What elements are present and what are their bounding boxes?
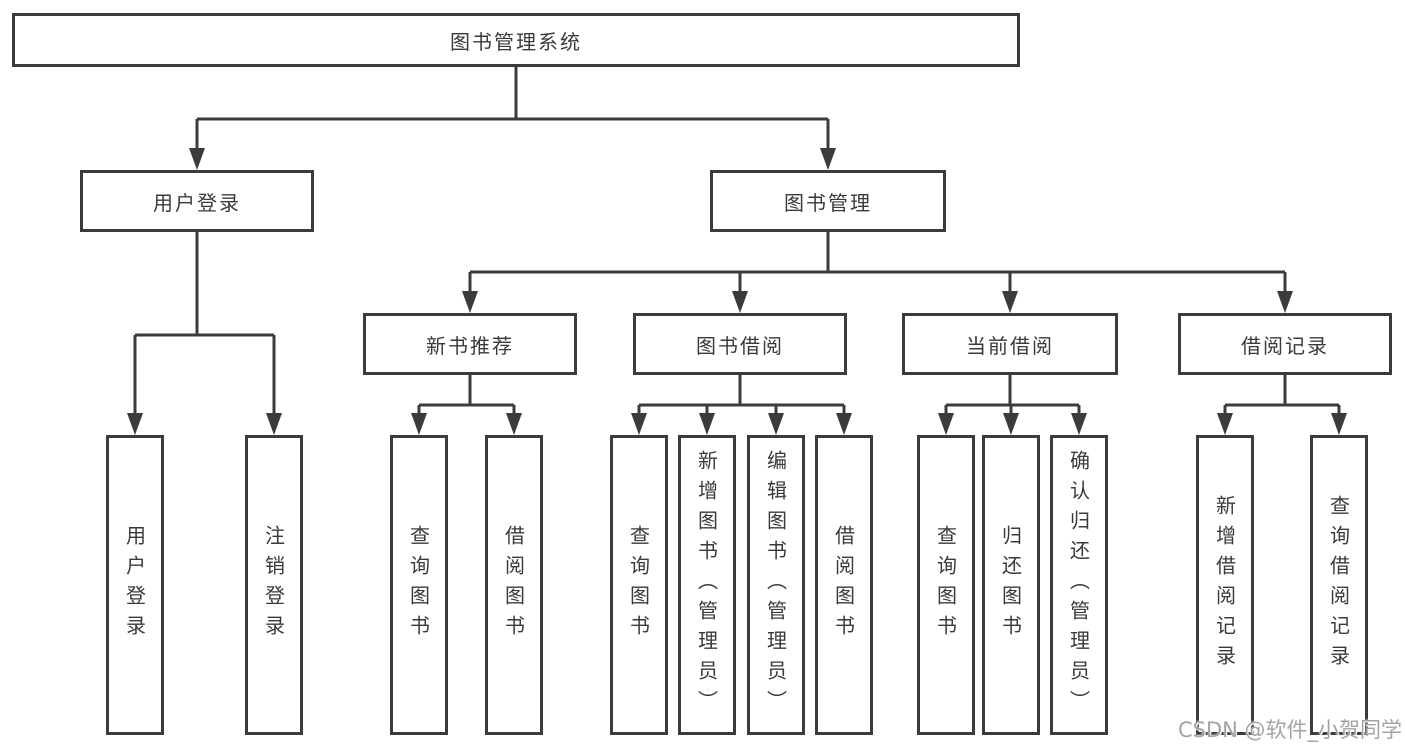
node-label: 借阅记录	[1241, 333, 1329, 358]
node-leaf-query-borrow-record: 查询借阅记录	[1310, 435, 1368, 735]
node-label: 用户登录	[153, 190, 241, 215]
node-leaf-edit-books-admin: 编辑图书（管理员）	[747, 435, 805, 735]
node-label: 归还图书	[998, 525, 1023, 645]
node-label: 当前借阅	[966, 333, 1054, 358]
node-label: 用户登录	[122, 525, 147, 645]
node-label: 图书管理系统	[450, 29, 582, 54]
arrow-down-icon	[938, 413, 954, 435]
arrow-down-icon	[631, 413, 647, 435]
node-leaf-user-login: 用户登录	[106, 435, 164, 735]
node-leaf-add-books-admin: 新增图书（管理员）	[678, 435, 736, 735]
node-leaf-logout: 注销登录	[245, 435, 303, 735]
node-label: 确认归还（管理员）	[1066, 450, 1091, 720]
arrow-down-icon	[836, 413, 852, 435]
arrow-down-icon	[266, 413, 282, 435]
node-label: 新增借阅记录	[1212, 495, 1237, 675]
arrow-down-icon	[1002, 291, 1018, 313]
node-leaf-query-books-2: 查询图书	[610, 435, 668, 735]
node-book-management: 图书管理	[710, 170, 946, 232]
node-label: 新书推荐	[426, 333, 514, 358]
arrow-down-icon	[820, 148, 836, 170]
arrowheads	[127, 148, 1347, 435]
node-current-borrowing: 当前借阅	[902, 313, 1118, 375]
arrow-down-icon	[1217, 413, 1233, 435]
arrow-down-icon	[1331, 413, 1347, 435]
node-borrowing-records: 借阅记录	[1178, 313, 1392, 375]
node-label: 图书借阅	[696, 333, 784, 358]
arrow-down-icon	[411, 413, 427, 435]
arrow-down-icon	[127, 413, 143, 435]
node-leaf-borrow-books-1: 借阅图书	[485, 435, 543, 735]
arrow-down-icon	[462, 291, 478, 313]
node-label: 借阅图书	[501, 525, 526, 645]
node-label: 编辑图书（管理员）	[763, 450, 788, 720]
node-label: 注销登录	[261, 525, 286, 645]
arrow-down-icon	[1003, 413, 1019, 435]
edge-userlogin-to-leaves	[133, 232, 276, 417]
arrow-down-icon	[699, 413, 715, 435]
node-user-login: 用户登录	[80, 170, 314, 232]
node-leaf-add-borrow-record: 新增借阅记录	[1196, 435, 1254, 735]
arrow-down-icon	[768, 413, 784, 435]
node-label: 图书管理	[784, 190, 872, 215]
edge-bookborrow-to-leaves	[637, 375, 846, 417]
edge-root-to-level2	[195, 67, 830, 152]
node-leaf-confirm-return-admin: 确认归还（管理员）	[1050, 435, 1108, 735]
node-label: 查询借阅记录	[1326, 495, 1351, 675]
edge-newbookrec-to-leaves	[417, 375, 516, 417]
edge-currentborrow-to-leaves	[944, 375, 1081, 417]
node-root: 图书管理系统	[12, 13, 1020, 67]
node-leaf-return-books: 归还图书	[982, 435, 1040, 735]
edge-bookmgmt-to-level3	[468, 232, 1287, 295]
arrow-down-icon	[732, 291, 748, 313]
node-leaf-query-books-1: 查询图书	[390, 435, 448, 735]
arrow-down-icon	[189, 148, 205, 170]
node-leaf-query-books-3: 查询图书	[917, 435, 975, 735]
arrow-down-icon	[1071, 413, 1087, 435]
node-label: 借阅图书	[831, 525, 856, 645]
watermark: CSDN @软件_小贺同学	[1178, 718, 1403, 742]
node-label: 新增图书（管理员）	[694, 450, 719, 720]
arrow-down-icon	[506, 413, 522, 435]
edge-borrowrecords-to-leaves	[1223, 375, 1341, 417]
node-new-book-recommendation: 新书推荐	[363, 313, 577, 375]
node-leaf-borrow-books-2: 借阅图书	[815, 435, 873, 735]
node-book-borrowing: 图书借阅	[633, 313, 847, 375]
node-label: 查询图书	[933, 525, 958, 645]
node-label: 查询图书	[406, 525, 431, 645]
arrow-down-icon	[1277, 291, 1293, 313]
node-label: 查询图书	[626, 525, 651, 645]
